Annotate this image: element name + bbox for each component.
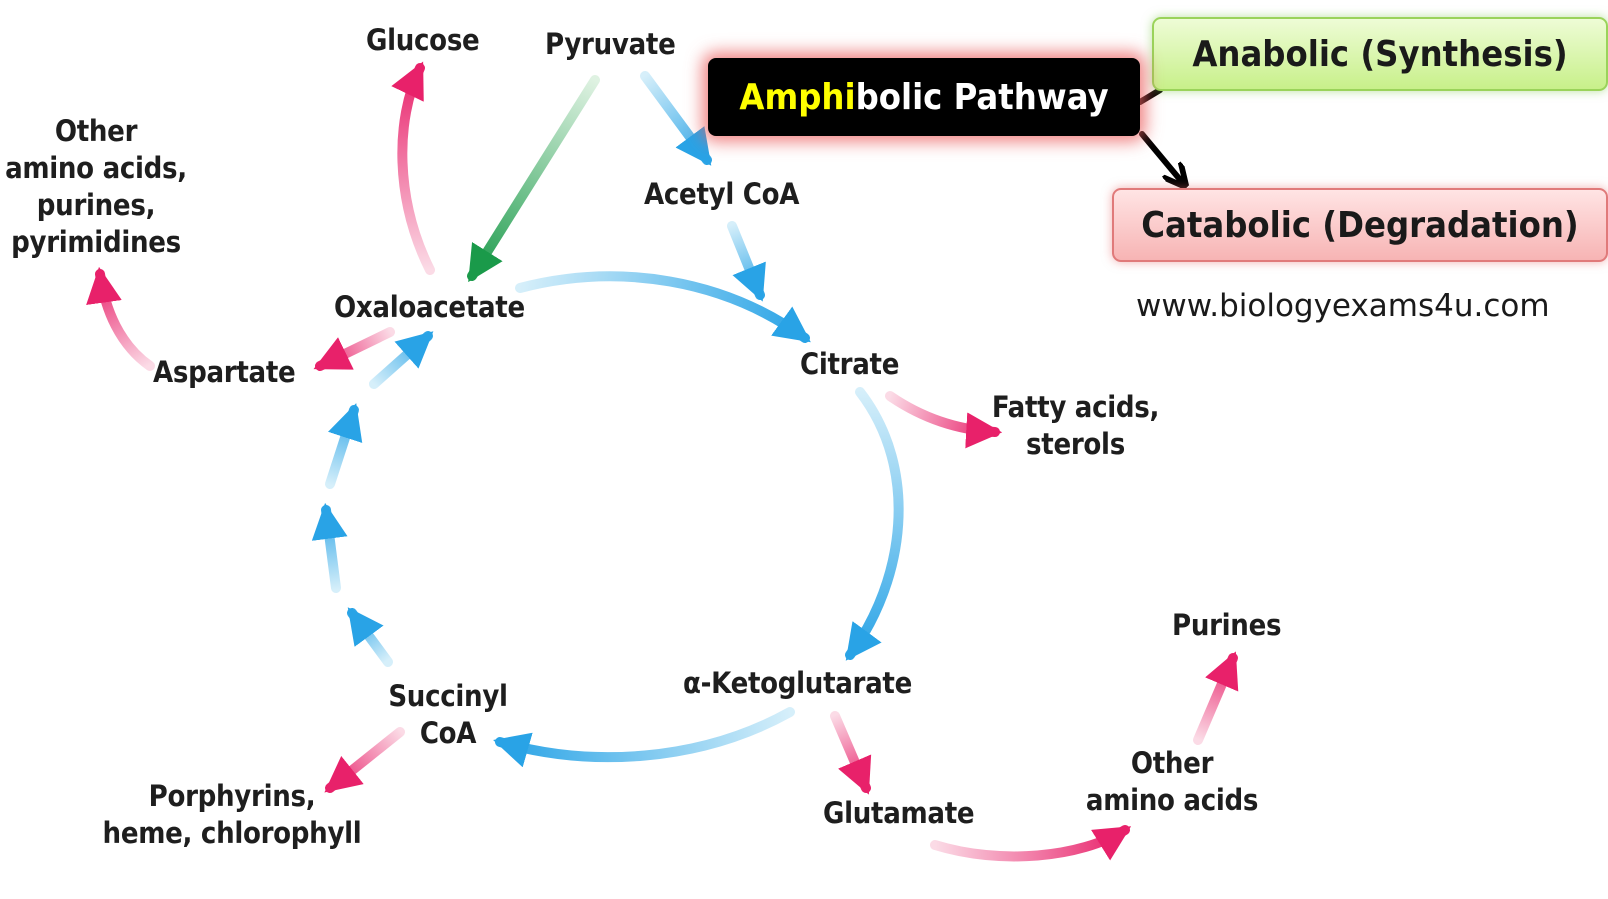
label-other-amino-acids-purines-pyrimidines: Other amino acids, purines, pyrimidines	[0, 113, 192, 261]
label-citrate: Citrate	[800, 347, 900, 381]
arrow-succinyl-coa-step-4	[369, 331, 434, 389]
arrow-pyruvate-to-acetyl-coa	[640, 71, 712, 166]
amphibolic-rest: bolic Pathway	[855, 76, 1109, 118]
legend-arrow-to-catabolic	[1139, 131, 1182, 182]
label-porphyrins-heme-chlorophyll: Porphyrins, heme, chlorophyll	[96, 778, 368, 852]
arrow-alpha-ketoglutarate-to-succinyl-coa	[493, 707, 795, 768]
label-acetyl-coa: Acetyl CoA	[644, 177, 800, 211]
anabolic-legend-box: Anabolic (Synthesis)	[1152, 17, 1608, 91]
catabolic-legend-box: Catabolic (Degradation)	[1112, 188, 1608, 262]
arrow-citrate-to-alpha-ketoglutarate	[845, 387, 904, 661]
label-line: amino acids	[1085, 783, 1259, 817]
arrow-oxaloacetate-to-glucose	[391, 61, 435, 275]
label-purines: Purines	[1172, 608, 1282, 642]
arrow-alpha-ketoglutarate-to-glutamate	[830, 711, 872, 795]
arrow-succinyl-coa-step-2	[311, 502, 348, 593]
label-line: amino acids,	[5, 151, 187, 185]
arrow-succinyl-coa-to-porphyrins	[324, 727, 405, 793]
label-line: pyrimidines	[11, 225, 181, 259]
arrow-oxaloacetate-to-citrate	[515, 271, 811, 343]
label-line: purines,	[36, 188, 156, 222]
label-line: Fatty acids,	[991, 390, 1160, 424]
label-glutamate: Glutamate	[823, 796, 975, 830]
label-other-amino-acids: Other amino acids	[1077, 745, 1267, 819]
label-succinyl-coa: Succinyl CoA	[373, 678, 523, 752]
label-pyruvate: Pyruvate	[545, 27, 676, 61]
label-line: Other	[54, 114, 138, 148]
label-line: Porphyrins,	[148, 779, 316, 813]
label-glucose: Glucose	[366, 23, 480, 57]
arrow-aspartate-to-other-amino-acids	[86, 266, 155, 371]
amphibolic-highlight: Amphi	[739, 76, 856, 118]
label-fatty-acids-sterols: Fatty acids, sterols	[983, 389, 1168, 463]
arrow-succinyl-coa-step-3	[325, 403, 363, 489]
arrow-citrate-to-fatty-acids	[885, 391, 1003, 449]
catabolic-label: Catabolic (Degradation)	[1141, 204, 1579, 246]
website-url: www.biologyexams4u.com	[1136, 288, 1550, 324]
arrow-oxaloacetate-to-aspartate	[313, 327, 395, 371]
label-oxaloacetate: Oxaloacetate	[334, 290, 525, 324]
anabolic-label: Anabolic (Synthesis)	[1192, 33, 1568, 75]
label-line: CoA	[419, 716, 477, 750]
label-line: Other	[1130, 746, 1214, 780]
arrow-succinyl-coa-step-1	[347, 607, 393, 667]
label-line: heme, chlorophyll	[102, 816, 362, 850]
arrow-glutamate-to-other-amino-acids	[930, 825, 1132, 862]
label-alpha-ketoglutarate: α-Ketoglutarate	[683, 666, 912, 700]
label-line: Succinyl	[388, 679, 508, 713]
legend-arrow-to-anabolic	[1137, 87, 1163, 105]
arrow-acetyl-coa-to-citrate	[727, 221, 766, 302]
arrow-pyruvate-to-oxaloacetate	[467, 75, 600, 283]
label-line: sterols	[1026, 427, 1125, 461]
arrow-other-amino-acids-to-purines	[1193, 651, 1239, 745]
label-aspartate: Aspartate	[153, 355, 296, 389]
